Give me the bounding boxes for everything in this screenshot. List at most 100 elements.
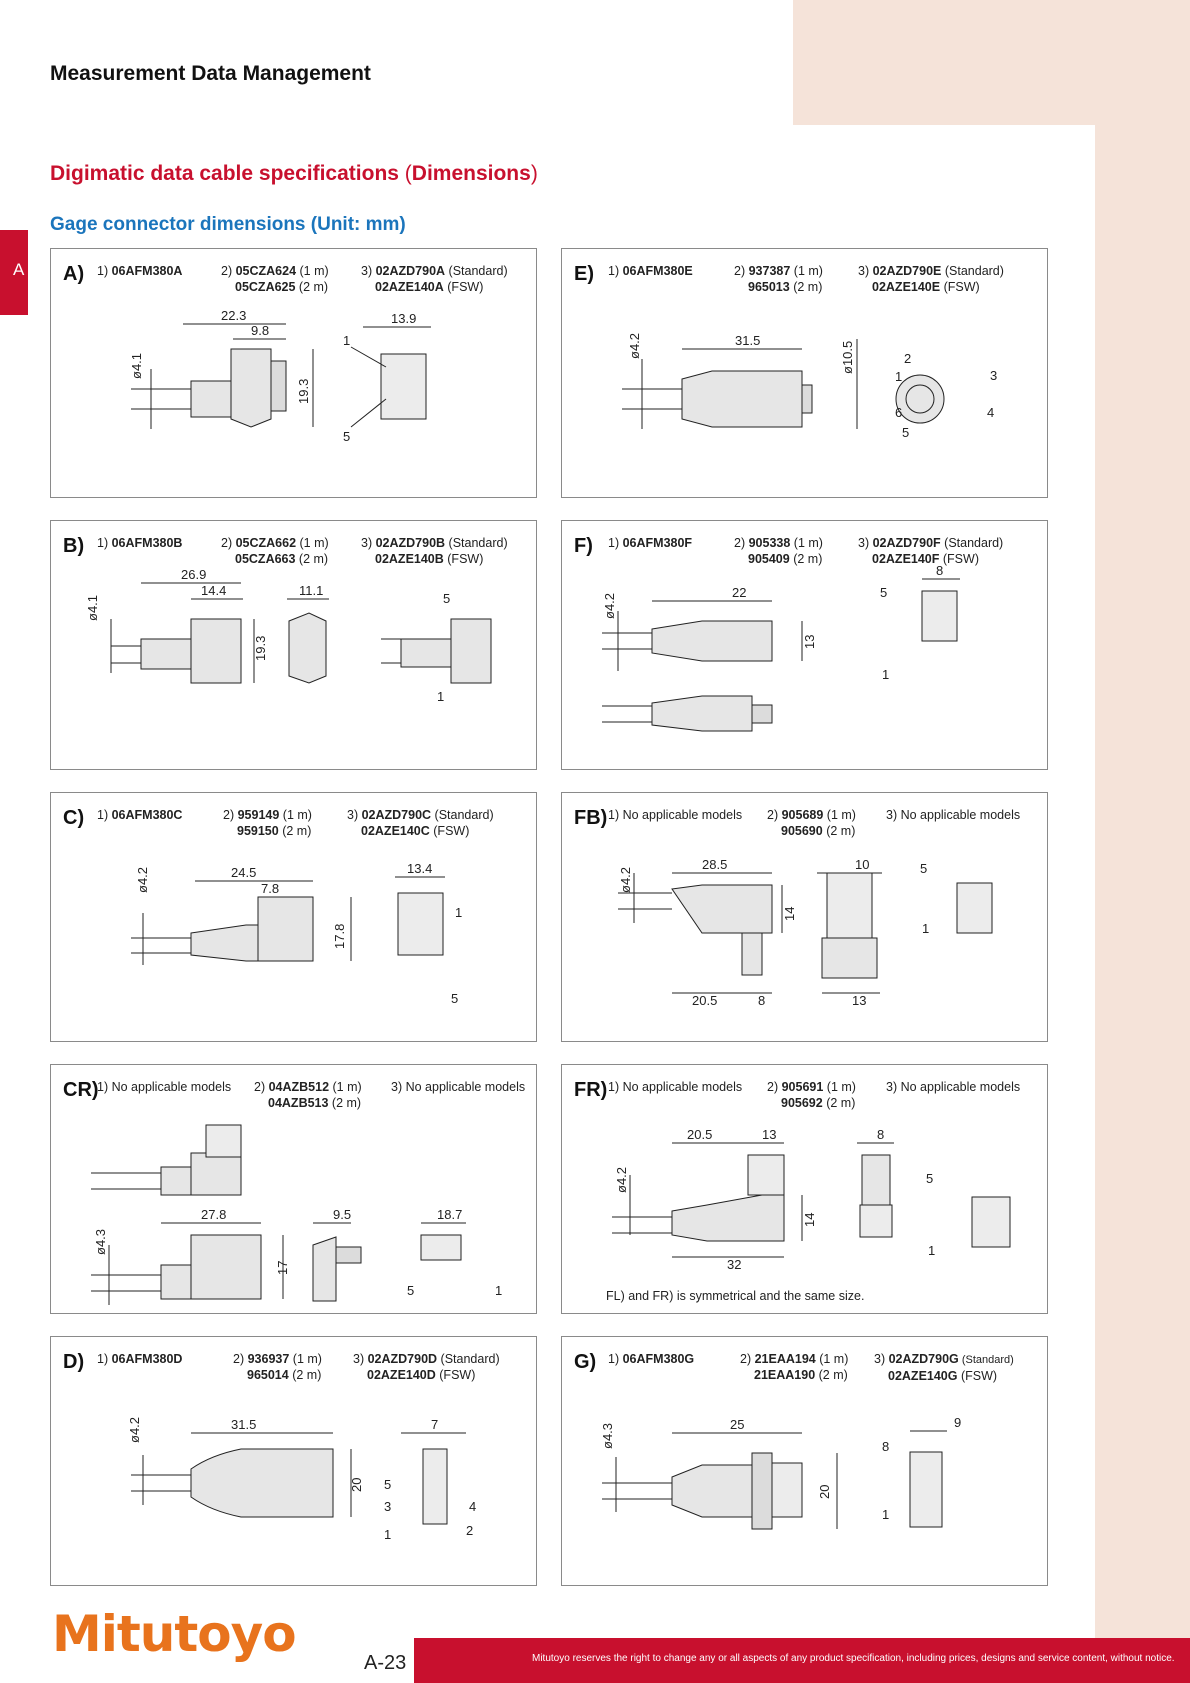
cable-codes-alt: 3) 02AZD790D (Standard)02AZE140D (FSW) — [353, 1352, 500, 1382]
pin-label: 5 — [920, 861, 927, 876]
dim-label: 24.5 — [231, 865, 256, 880]
dim-label: 8 — [758, 993, 765, 1008]
cable-codes-alt: 3) 02AZD790G (Standard)02AZE140G (FSW) — [874, 1352, 1014, 1383]
dim-label: ø10.5 — [840, 341, 855, 374]
panel-label: E) — [574, 263, 594, 285]
dim-label: ø4.2 — [135, 867, 150, 893]
dim-label: 25 — [730, 1417, 744, 1432]
panel-fb: FB) 1) No applicable models 2) 905689 (1… — [561, 792, 1048, 1042]
cable-codes: 2) 905691 (1 m)905692 (2 m) — [767, 1080, 856, 1110]
pin-label: 1 — [882, 667, 889, 682]
pin-label: 1 — [495, 1283, 502, 1298]
gage-model: 1) 06AFM380B — [97, 536, 183, 550]
cable-codes-alt: 3) No applicable models — [886, 1080, 1021, 1094]
panel-a: A) 1) 06AFM380A 2) 05CZA624 (1 m)05CZA62… — [50, 248, 537, 498]
pin-label: 5 — [451, 991, 458, 1006]
cable-codes-alt: 3) 02AZD790E (Standard)02AZE140E (FSW) — [858, 264, 1004, 294]
connector-drawing: 28.5 ø4.2 14 20.5 8 10 13 5 1 — [618, 857, 993, 1008]
pin-label: 1 — [882, 1507, 889, 1522]
pin-label: 2 — [904, 351, 911, 366]
dim-label: 8 — [936, 563, 943, 578]
connector-drawing: 20.5 13 ø4.2 14 32 8 5 1 — [612, 1127, 1011, 1272]
dim-label: 7 — [431, 1417, 438, 1432]
connector-drawing: 24.5 7.8 ø4.2 17.8 13.4 1 5 — [131, 861, 462, 1006]
dim-label: ø4.2 — [602, 593, 617, 619]
dim-label: 19.3 — [253, 636, 268, 661]
dim-label: 22.3 — [221, 308, 246, 323]
dim-label: 32 — [727, 1257, 741, 1272]
cable-codes: 2) 05CZA662 (1 m)05CZA663 (2 m) — [221, 536, 329, 566]
dim-label: ø4.1 — [85, 595, 100, 621]
cable-codes: 2) 936937 (1 m)965014 (2 m) — [233, 1352, 322, 1382]
dim-label: 18.7 — [437, 1207, 462, 1222]
panel-e: E) 1) 06AFM380E 2) 937387 (1 m)965013 (2… — [561, 248, 1048, 498]
footer-disclaimer: Mitutoyo reserves the right to change an… — [532, 1653, 1175, 1664]
cable-codes-alt: 3) 02AZD790A (Standard)02AZE140A (FSW) — [361, 264, 508, 294]
dim-label: ø4.2 — [127, 1417, 142, 1443]
pin-label: 5 — [407, 1283, 414, 1298]
panel-label: FR) — [574, 1079, 608, 1101]
cable-codes: 2) 959149 (1 m)959150 (2 m) — [223, 808, 312, 838]
dim-label: 9.5 — [333, 1207, 351, 1222]
section-header: Measurement Data Management — [50, 62, 371, 85]
pin-label: 4 — [469, 1499, 476, 1514]
dim-label: 31.5 — [735, 333, 760, 348]
pin-label: 6 — [895, 405, 902, 420]
dim-label: 20.5 — [692, 993, 717, 1008]
connector-drawing: 25 ø4.3 20 9 8 1 — [600, 1415, 961, 1530]
dim-label: ø4.1 — [129, 353, 144, 379]
pin-label: 3 — [384, 1499, 391, 1514]
cable-codes: 2) 05CZA624 (1 m)05CZA625 (2 m) — [221, 264, 329, 294]
dim-label: 7.8 — [261, 881, 279, 896]
section-tab: A — [0, 230, 28, 315]
cable-codes: 2) 04AZB512 (1 m)04AZB513 (2 m) — [254, 1080, 362, 1110]
panel-label: B) — [63, 535, 85, 557]
dim-label: 10 — [855, 857, 869, 872]
dim-label: 31.5 — [231, 1417, 256, 1432]
cable-codes-alt: 3) No applicable models — [391, 1080, 526, 1094]
panel-f: F) 1) 06AFM380F 2) 905338 (1 m)905409 (2… — [561, 520, 1048, 770]
cable-codes-alt: 3) 02AZD790B (Standard)02AZE140B (FSW) — [361, 536, 508, 566]
pin-label: 2 — [466, 1523, 473, 1538]
pin-label: 1 — [455, 905, 462, 920]
page-subtitle: Gage connector dimensions (Unit: mm) — [50, 214, 406, 235]
dim-label: 13.9 — [391, 311, 416, 326]
pin-label: 3 — [990, 368, 997, 383]
connector-drawing: 27.8 ø4.3 17 9.5 18.7 5 1 — [91, 1124, 502, 1305]
dim-label: 20 — [817, 1485, 832, 1499]
gage-model: 1) 06AFM380E — [608, 264, 693, 278]
pin-label: 1 — [384, 1527, 391, 1542]
connector-drawing: 22 ø4.2 13 8 5 1 — [602, 563, 960, 732]
cable-codes-alt: 3) No applicable models — [886, 808, 1021, 822]
panel-label: C) — [63, 807, 85, 829]
gage-model: 1) 06AFM380G — [608, 1352, 695, 1366]
brand-logo: Mitutoyo — [52, 1605, 297, 1663]
dim-label: 20.5 — [687, 1127, 712, 1142]
panel-label: G) — [574, 1351, 597, 1373]
gage-model: 1) 06AFM380F — [608, 536, 693, 550]
gage-model: 1) 06AFM380D — [97, 1352, 183, 1366]
connector-drawing: 26.9 14.4 ø4.1 19.3 11.1 5 1 — [85, 567, 492, 704]
cable-codes-alt: 3) 02AZD790C (Standard)02AZE140C (FSW) — [347, 808, 494, 838]
cable-codes: 2) 21EAA194 (1 m)21EAA190 (2 m) — [740, 1352, 849, 1382]
dim-label: 20 — [349, 1478, 364, 1492]
pin-label: 1 — [928, 1243, 935, 1258]
pin-label: 5 — [880, 585, 887, 600]
pin-label: 5 — [343, 429, 350, 444]
dim-label: 26.9 — [181, 567, 206, 582]
dim-label: 9.8 — [251, 323, 269, 338]
dim-label: ø4.2 — [614, 1167, 629, 1193]
gage-model: 1) No applicable models — [97, 1080, 232, 1094]
dim-label: ø4.2 — [618, 867, 633, 893]
panel-fr: FR) 1) No applicable models 2) 905691 (1… — [561, 1064, 1048, 1314]
pin-label: 5 — [443, 591, 450, 606]
dim-label: 14 — [802, 1213, 817, 1227]
panel-label: CR) — [63, 1079, 99, 1101]
gage-model: 1) No applicable models — [608, 1080, 743, 1094]
dim-label: 13 — [852, 993, 866, 1008]
panel-g: G) 1) 06AFM380G 2) 21EAA194 (1 m)21EAA19… — [561, 1336, 1048, 1586]
right-margin-shade — [1095, 0, 1190, 1683]
dim-label: 11.1 — [299, 583, 323, 598]
pin-label: 5 — [926, 1171, 933, 1186]
panel-label: A) — [63, 263, 85, 285]
